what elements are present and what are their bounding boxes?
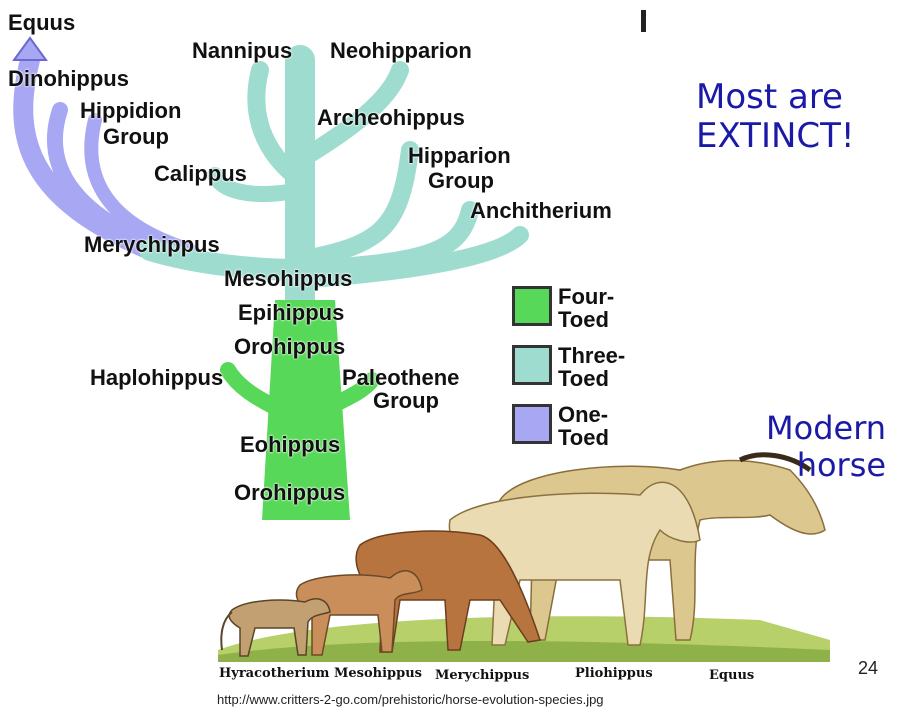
tree-label-orohippus-lower: Orohippus	[234, 482, 345, 504]
equus-arrow	[14, 38, 46, 60]
tree-label-eohippus: Eohippus	[240, 434, 340, 456]
source-url: http://www.critters-2-go.com/prehistoric…	[217, 692, 604, 707]
frame-mark	[641, 10, 646, 32]
tree-label-hipparion: Hipparion	[408, 145, 511, 167]
modern-callout-line1: Modern	[766, 409, 886, 447]
legend-label-three-toed: Three-Toed	[558, 344, 625, 390]
caption-equus: Equus	[709, 668, 754, 683]
tree-label-hippidion-group: Group	[103, 126, 169, 148]
legend-one-toed-line1: One-	[558, 402, 608, 427]
legend-one-toed-line2: Toed	[558, 425, 609, 450]
legend-swatch-one-toed	[512, 404, 552, 444]
tree-label-nannipus: Nannipus	[192, 40, 292, 62]
tree-label-dinohippus: Dinohippus	[8, 68, 129, 90]
modern-callout-line2: horse	[797, 446, 886, 484]
legend-three-toed-line2: Toed	[558, 366, 609, 391]
caption-merychippus: Merychippus	[435, 668, 529, 683]
tree-label-merychippus: Merychippus	[84, 234, 220, 256]
tree-label-paleothene: Paleothene	[342, 367, 459, 389]
tree-label-orohippus-upper: Orohippus	[234, 336, 345, 358]
tree-label-haplohippus: Haplohippus	[90, 367, 223, 389]
tree-label-paleothene-group: Group	[373, 390, 439, 412]
tree-label-neohipparion: Neohipparion	[330, 40, 472, 62]
legend-swatch-four-toed	[512, 286, 552, 326]
modern-horse-callout: Modern horse	[766, 410, 886, 484]
caption-hyracotherium: Hyracotherium	[219, 666, 329, 681]
legend-swatch-three-toed	[512, 345, 552, 385]
legend-label-one-toed: One-Toed	[558, 403, 609, 449]
tree-label-mesohippus: Mesohippus	[224, 268, 352, 290]
legend-three-toed-line1: Three-	[558, 343, 625, 368]
extinct-callout-line1: Most are	[696, 77, 843, 117]
tree-label-equus: Equus	[8, 12, 75, 34]
tree-label-anchitherium: Anchitherium	[470, 200, 612, 222]
tree-label-hippidion: Hippidion	[80, 100, 181, 122]
caption-pliohippus: Pliohippus	[575, 666, 653, 681]
tree-label-archeohippus: Archeohippus	[317, 107, 465, 129]
tree-label-epihippus: Epihippus	[238, 302, 344, 324]
legend-four-toed-line2: Toed	[558, 307, 609, 332]
legend-label-four-toed: Four-Toed	[558, 285, 614, 331]
legend-four-toed-line1: Four-	[558, 284, 614, 309]
caption-mesohippus: Mesohippus	[334, 666, 422, 681]
tree-label-calippus: Calippus	[154, 163, 247, 185]
hipparion-branch	[300, 150, 410, 260]
extinct-callout-line2: EXTINCT!	[696, 116, 855, 156]
tree-label-hipparion-group: Group	[428, 170, 494, 192]
page-number: 24	[858, 658, 878, 679]
extinct-callout: Most are EXTINCT!	[696, 78, 855, 156]
